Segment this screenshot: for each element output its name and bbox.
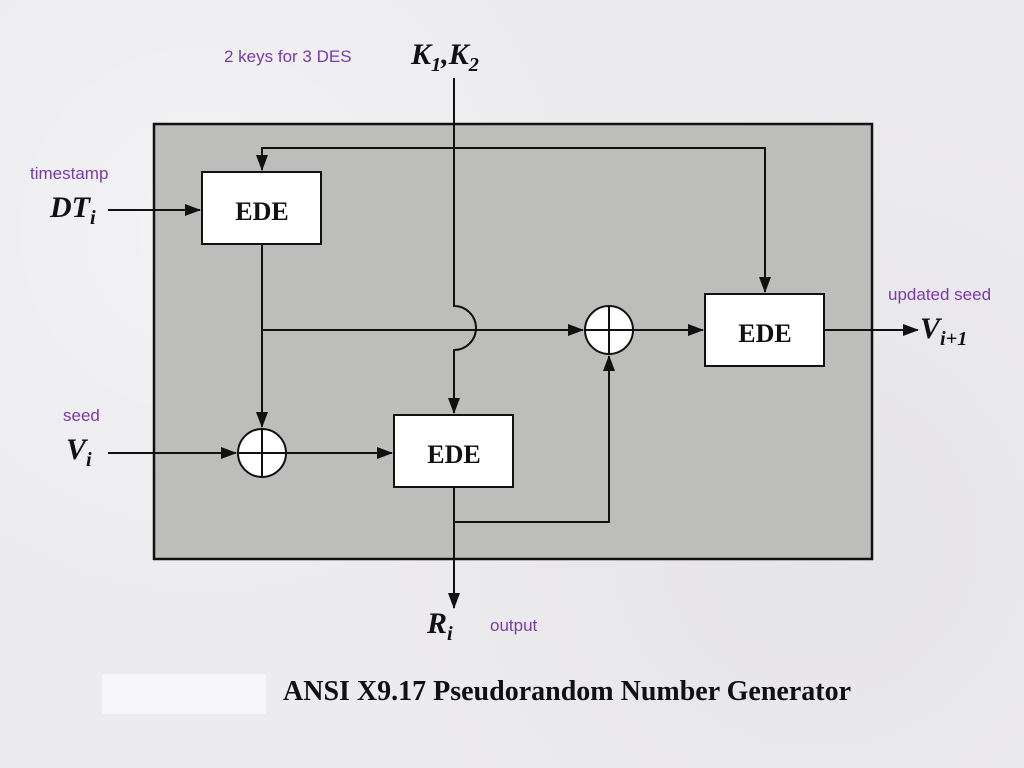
v-sub: i xyxy=(86,449,92,472)
k2-sub: 2 xyxy=(468,54,479,77)
seed-annotation: seed xyxy=(63,406,100,425)
dt-sub: i xyxy=(90,207,96,230)
ede-block-right: EDE xyxy=(704,293,825,367)
ede-middle-label: EDE xyxy=(427,440,480,469)
ede-right-label: EDE xyxy=(738,319,791,348)
keys-comma: , xyxy=(441,38,449,71)
k1-base: K xyxy=(411,38,432,71)
xor-node-right xyxy=(584,305,634,355)
dt-base: DT xyxy=(50,191,90,224)
v-symbol: Vi xyxy=(66,435,92,471)
timestamp-annotation: timestamp xyxy=(30,164,109,183)
caption-placeholder-block xyxy=(102,674,266,714)
key-to-right-ede xyxy=(454,147,771,293)
diagram-caption: ANSI X9.17 Pseudorandom Number Generator xyxy=(283,676,852,707)
output-annotation: output xyxy=(490,616,538,635)
r-symbol: Ri xyxy=(427,609,453,645)
keys-symbol: K1,K2 xyxy=(411,40,479,76)
v-base: V xyxy=(66,433,87,466)
vnext-base: V xyxy=(920,312,941,345)
vnext-sub: i+1 xyxy=(940,328,968,351)
ede-block-top: EDE xyxy=(201,171,322,245)
key-line xyxy=(448,78,477,414)
keys-annotation: 2 keys for 3 DES xyxy=(224,47,352,66)
r-feedback-line xyxy=(454,355,615,523)
updated-seed-annotation: updated seed xyxy=(888,285,992,304)
v-next-symbol: Vi+1 xyxy=(920,314,968,350)
k2-base: K xyxy=(448,38,469,71)
xor-node-left xyxy=(237,428,287,478)
k1-sub: 1 xyxy=(431,54,442,77)
r-base: R xyxy=(427,607,448,640)
r-sub: i xyxy=(447,623,453,646)
ede-block-middle: EDE xyxy=(393,414,514,488)
ede-top-label: EDE xyxy=(235,197,288,226)
key-branch-line xyxy=(256,147,454,171)
dt-symbol: DTi xyxy=(50,193,96,229)
